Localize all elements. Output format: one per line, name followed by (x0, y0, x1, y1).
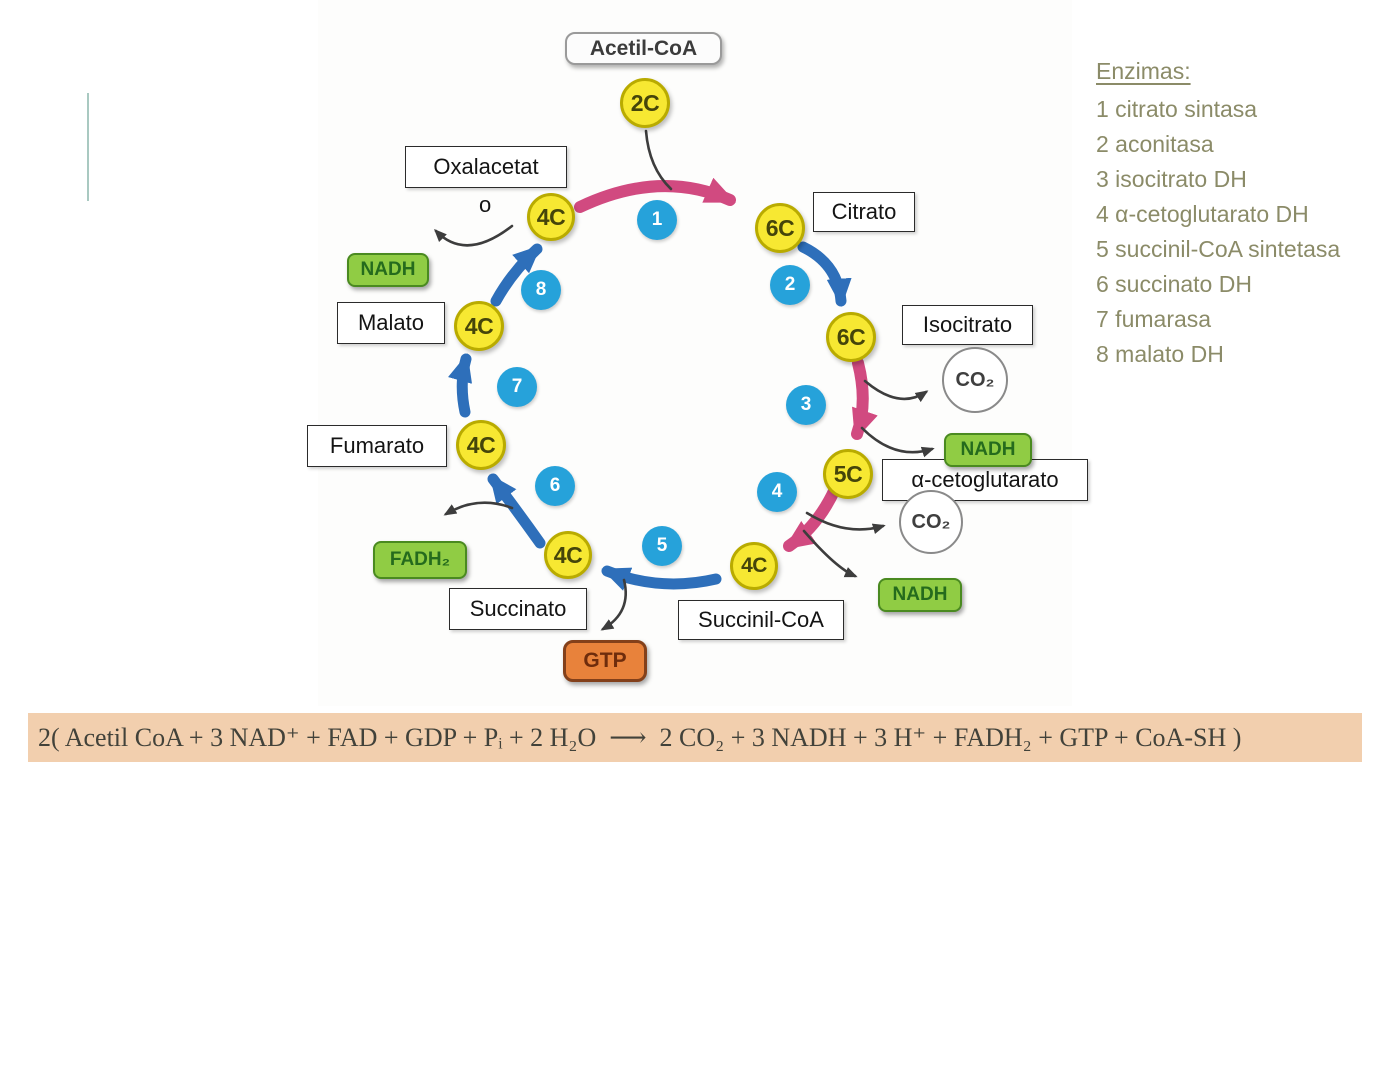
node-cetoglutarato-5c: 5C (823, 449, 873, 499)
step-circle-4: 4 (757, 472, 797, 512)
step-circle-3: 3 (786, 385, 826, 425)
step-circle-1: 1 (637, 200, 677, 240)
enzyme-item-4: 4 α-cetoglutarato DH (1096, 201, 1309, 227)
step-circle-2: 2 (770, 265, 810, 305)
enzyme-item-5: 5 succinil-CoA sintetasa (1096, 236, 1341, 262)
succinato-label: Succinato (449, 588, 587, 630)
step-circle-5: 5 (642, 526, 682, 566)
node-malato-4c: 4C (454, 301, 504, 351)
step-circle-6: 6 (535, 466, 575, 506)
isocitrato-label: Isocitrato (902, 305, 1033, 345)
enzyme-item-7: 7 fumarasa (1096, 306, 1212, 332)
summary-equation-text: 2( Acetil CoA + 3 NAD⁺ + FAD + GDP + Pᵢ … (38, 722, 1242, 752)
oxalacetato-label: Oxalacetat (405, 146, 567, 188)
nadh-badge-malato: NADH (347, 253, 429, 287)
malato-label: Malato (337, 302, 445, 344)
gtp-badge: GTP (563, 640, 647, 682)
step-circle-8: 8 (521, 270, 561, 310)
enzyme-legend: Enzimas: 1 citrato sintasa 2 aconitasa 3… (1096, 52, 1340, 372)
nadh-badge-isocitrato: NADH (944, 433, 1032, 467)
nadh-badge-cetoglutarato: NADH (878, 578, 962, 612)
enzyme-item-2: 2 aconitasa (1096, 131, 1214, 157)
enzyme-item-8: 8 malato DH (1096, 341, 1224, 367)
node-isocitrato-6c: 6C (826, 312, 876, 362)
enzyme-item-1: 1 citrato sintasa (1096, 96, 1258, 122)
co2-badge-isocitrato: CO₂ (942, 347, 1008, 413)
node-succinil-4c: 4C (730, 542, 778, 590)
citrato-label: Citrato (813, 192, 915, 232)
decorative-vertical-line (87, 93, 89, 201)
succinil-coa-label: Succinil-CoA (678, 600, 844, 640)
fumarato-label: Fumarato (307, 425, 447, 467)
fadh2-badge: FADH₂ (373, 541, 467, 579)
co2-badge-cetoglutarato: CO₂ (899, 490, 963, 554)
oxalacetato-label-overflow: o (479, 192, 492, 217)
node-acetyl-2c: 2C (620, 78, 670, 128)
node-succinato-4c: 4C (544, 531, 592, 579)
step-circle-7: 7 (497, 367, 537, 407)
enzyme-item-6: 6 succinato DH (1096, 271, 1252, 297)
node-oxalacetato-4c: 4C (527, 193, 575, 241)
summary-equation-bar: 2( Acetil CoA + 3 NAD⁺ + FAD + GDP + Pᵢ … (28, 713, 1362, 762)
node-citrato-6c: 6C (755, 203, 805, 253)
enzyme-item-3: 3 isocitrato DH (1096, 166, 1247, 192)
enzyme-legend-heading: Enzimas: (1096, 58, 1191, 84)
node-fumarato-4c: 4C (456, 420, 506, 470)
acetil-coa-label: Acetil-CoA (565, 32, 722, 65)
